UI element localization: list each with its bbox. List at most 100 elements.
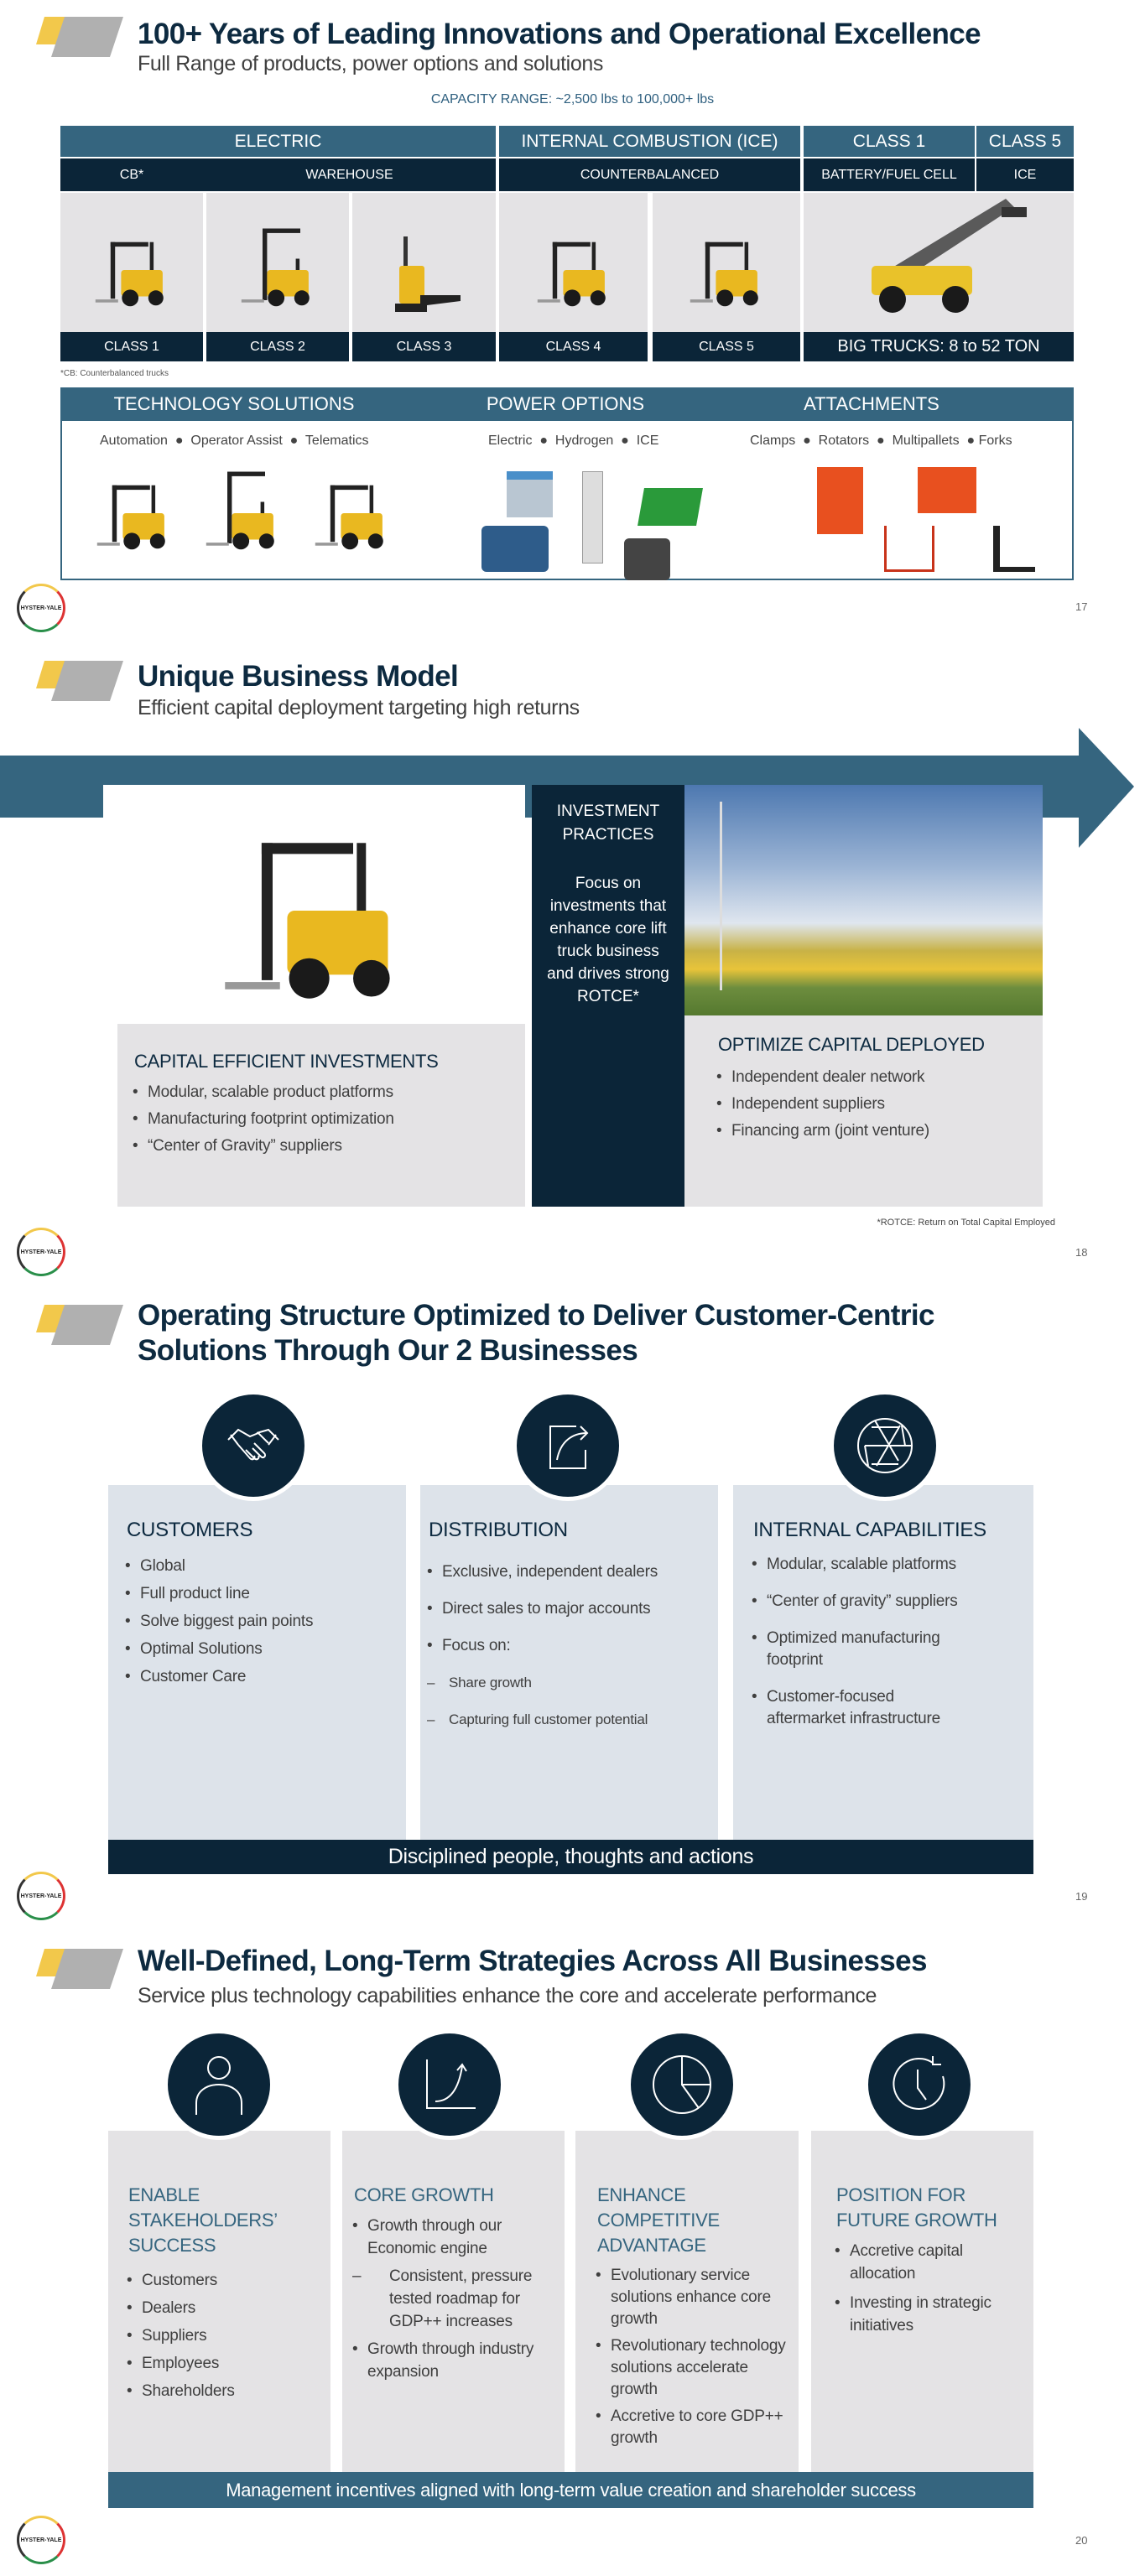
card-title: CAPITAL EFFICIENT INVESTMENTS <box>134 1051 439 1072</box>
forklift-icon <box>689 224 764 320</box>
internal-capabilities-card: INTERNAL CAPABILITIES Modular, scalable … <box>733 1485 1033 1840</box>
forklift-icon <box>94 224 169 320</box>
list-item: Independent suppliers <box>713 1091 929 1118</box>
subheader-battery: BATTERY/FUEL CELL <box>804 158 975 191</box>
investment-practices-panel: INVESTMENT PRACTICES Focus on investment… <box>532 785 684 1207</box>
brand-mark-icon <box>36 1949 123 1989</box>
slide-title: Well-Defined, Long-Term Strategies Acros… <box>138 1945 927 1977</box>
list-item: Financing arm (joint venture) <box>713 1118 929 1145</box>
competitive-advantage-card: ENHANCE COMPETITIVE ADVANTAGE Evolutiona… <box>575 2131 799 2472</box>
forklift-icon <box>221 843 405 1015</box>
list-item: Solve biggest pain points <box>122 1607 313 1635</box>
list-item: Dealers <box>123 2294 235 2322</box>
sub-item: Share growth <box>424 1665 658 1701</box>
battery-icon <box>507 471 553 517</box>
card-title: CUSTOMERS <box>127 1519 253 1541</box>
sub-item: Capturing full customer potential <box>424 1701 658 1738</box>
class-label: BIG TRUCKS: 8 to 52 TON <box>804 332 1074 361</box>
power-images <box>481 471 716 580</box>
hyster-yale-logo: HYSTER-YALE <box>17 1228 65 1276</box>
slide-18: Unique Business Model Efficient capital … <box>0 644 1145 1288</box>
handshake-icon <box>198 1390 309 1501</box>
fuel-cell-icon <box>638 488 703 526</box>
slide-20: Well-Defined, Long-Term Strategies Acros… <box>0 1932 1145 2576</box>
future-growth-card: POSITION FOR FUTURE GROWTH Accretive cap… <box>811 2131 1033 2472</box>
section-title: ATTACHMENTS <box>804 393 939 414</box>
class-label: CLASS 4 <box>499 332 648 361</box>
slide-subtitle: Efficient capital deployment targeting h… <box>138 696 580 719</box>
section-title: POWER OPTIONS <box>486 393 645 414</box>
card-title: DISTRIBUTION <box>429 1519 568 1541</box>
list-item: Accretive capital allocation <box>831 2240 1007 2285</box>
hydrogen-cell-icon <box>582 471 603 564</box>
forklift-icon <box>536 224 612 320</box>
panel-body: Focus on investments that enhance core l… <box>547 875 669 1005</box>
page-number: 18 <box>1075 1246 1088 1259</box>
flagpole-icon <box>720 802 722 990</box>
list-item: Shareholders <box>123 2377 235 2405</box>
list-item: Revolutionary technology solutions accel… <box>592 2335 797 2401</box>
list-item: Modular, scalable product platforms <box>129 1079 394 1106</box>
class-label: CLASS 1 <box>60 332 203 361</box>
attachment-images <box>800 467 1052 576</box>
truck-image-class4 <box>499 193 648 332</box>
list-item: Focus on: <box>424 1628 658 1665</box>
list-item: Modular, scalable platforms <box>748 1554 1017 1576</box>
automated-truck-icon <box>96 467 171 564</box>
class-label: CLASS 5 <box>653 332 800 361</box>
card-list: Evolutionary service solutions enhance c… <box>592 2265 797 2449</box>
list-item: Manufacturing footprint optimization <box>129 1106 394 1133</box>
card-title: ENABLE STAKEHOLDERS’ SUCCESS <box>128 2184 278 2256</box>
card-title: CORE GROWTH <box>354 2184 494 2205</box>
header-ice: INTERNAL COMBUSTION (ICE) <box>499 126 800 157</box>
card-list: Customers Dealers Suppliers Employees Sh… <box>123 2267 235 2405</box>
list-item: “Center of gravity” suppliers <box>748 1591 1017 1613</box>
card-list: Modular, scalable platforms “Center of g… <box>748 1554 1017 1730</box>
hyster-yale-logo: HYSTER-YALE <box>17 584 65 632</box>
header-electric: ELECTRIC <box>60 126 496 157</box>
class-label: CLASS 2 <box>206 332 349 361</box>
core-growth-card: CORE GROWTH Growth through our Economic … <box>342 2131 565 2472</box>
multipallet-icon <box>884 526 934 572</box>
card-title: INTERNAL CAPABILITIES <box>753 1519 986 1541</box>
section-items: Automation ● Operator Assist ● Telematic… <box>100 434 369 448</box>
bottom-banner: Management incentives aligned with long-… <box>108 2472 1033 2508</box>
page-number: 20 <box>1075 2534 1088 2547</box>
facility-photo <box>684 785 1043 1015</box>
truck-image-big <box>804 193 1074 332</box>
header-class1: CLASS 1 <box>804 126 975 157</box>
person-icon <box>164 2029 274 2140</box>
truck-image-class1 <box>60 193 203 332</box>
subheader-warehouse: WAREHOUSE <box>203 158 496 191</box>
list-item: Optimal Solutions <box>122 1635 313 1663</box>
section-title: TECHNOLOGY SOLUTIONS <box>113 393 355 414</box>
list-item: Optimized manufacturing footprint <box>748 1628 966 1671</box>
truck-image-class5 <box>653 193 800 332</box>
sub-item: Consistent, pressure tested roadmap for … <box>349 2265 550 2333</box>
brand-mark-icon <box>36 17 123 57</box>
list-item: Investing in strategic initiatives <box>831 2292 1007 2337</box>
footnote: *CB: Counterbalanced trucks <box>60 369 169 378</box>
list-item: Customer-focused aftermarket infrastruct… <box>748 1686 966 1730</box>
subheader-counterbalanced: COUNTERBALANCED <box>499 158 800 191</box>
solutions-box: TECHNOLOGY SOLUTIONS POWER OPTIONS ATTAC… <box>60 387 1074 580</box>
hyster-yale-logo: HYSTER-YALE <box>17 1872 65 1920</box>
list-item: Evolutionary service solutions enhance c… <box>592 2265 797 2330</box>
card-list: Growth through our Economic engine Consi… <box>349 2215 550 2383</box>
optimize-capital-card: OPTIMIZE CAPITAL DEPLOYED Independent de… <box>684 1015 1043 1207</box>
bottom-banner: Disciplined people, thoughts and actions <box>108 1840 1033 1874</box>
list-item: Customers <box>123 2267 235 2294</box>
aperture-icon <box>830 1390 940 1501</box>
telematics-icon <box>314 467 389 564</box>
technology-images <box>96 467 389 564</box>
slide-subtitle: Full Range of products, power options an… <box>138 52 603 75</box>
stakeholders-card: ENABLE STAKEHOLDERS’ SUCCESS Customers D… <box>108 2131 330 2472</box>
list-item: Suppliers <box>123 2322 235 2350</box>
page-number: 17 <box>1075 600 1088 613</box>
list-item: Exclusive, independent dealers <box>424 1554 658 1591</box>
forks-icon <box>993 526 1035 572</box>
card-list: Global Full product line Solve biggest p… <box>122 1552 313 1690</box>
truck-image-class2 <box>206 193 349 332</box>
page-number: 19 <box>1075 1890 1088 1903</box>
slide-17: 100+ Years of Leading Innovations and Op… <box>0 0 1145 644</box>
